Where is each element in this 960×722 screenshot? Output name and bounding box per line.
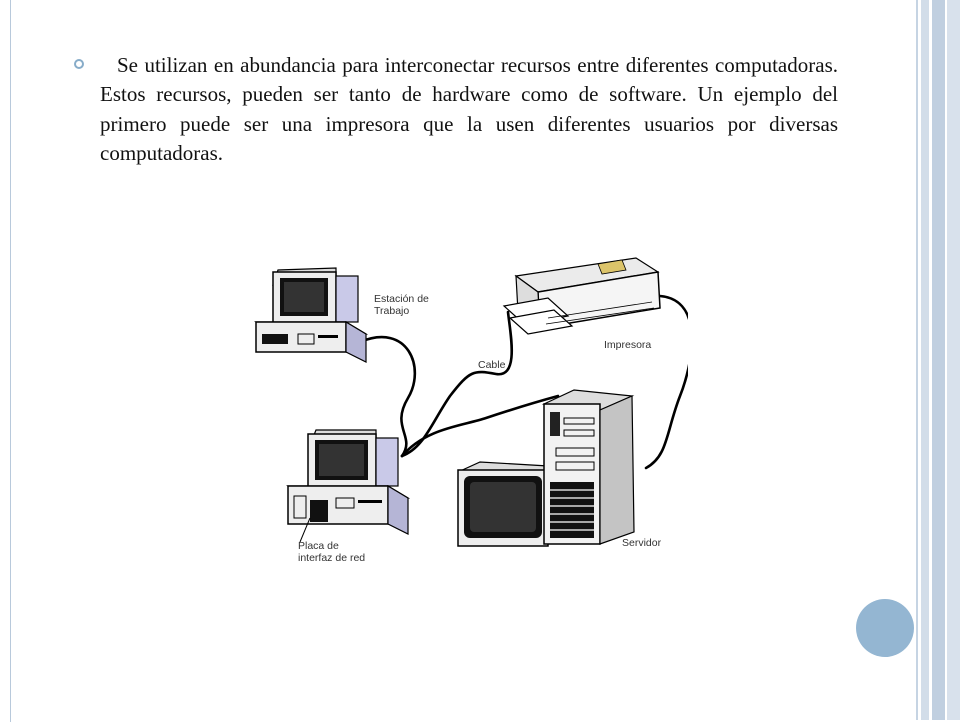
label-nic-2: interfaz de red [298, 552, 365, 564]
workstation-icon [254, 267, 369, 363]
label-nic-1: Placa de [298, 540, 339, 552]
bullet-icon [74, 59, 84, 69]
cable-pc-to-server [400, 394, 560, 458]
strip-2 [921, 0, 929, 720]
label-server: Servidor [622, 537, 662, 549]
client-pc-icon [286, 429, 411, 543]
cables [358, 294, 688, 470]
cable-workstation-to-pc [358, 335, 417, 458]
label-workstation-1: Estación de [374, 293, 429, 305]
server-monitor-icon [457, 461, 549, 547]
decorative-side-strips [916, 0, 960, 720]
strip-1 [916, 0, 918, 720]
slide-left-border [10, 0, 11, 722]
network-diagram: Estación de Trabajo Impresora Cable Plac… [254, 257, 688, 564]
cable-pc-to-printer [400, 310, 514, 458]
printer-icon [502, 257, 661, 335]
label-printer: Impresora [604, 339, 651, 351]
label-cable: Cable [478, 359, 506, 371]
strip-3 [932, 0, 945, 720]
strip-4 [947, 0, 960, 720]
body-paragraph: Se utilizan en abundancia para intercone… [100, 53, 838, 166]
cable-printer-to-server [644, 294, 688, 470]
server-tower-icon [541, 389, 635, 545]
label-workstation-2: Trabajo [374, 305, 409, 317]
decorative-circle [856, 599, 914, 657]
